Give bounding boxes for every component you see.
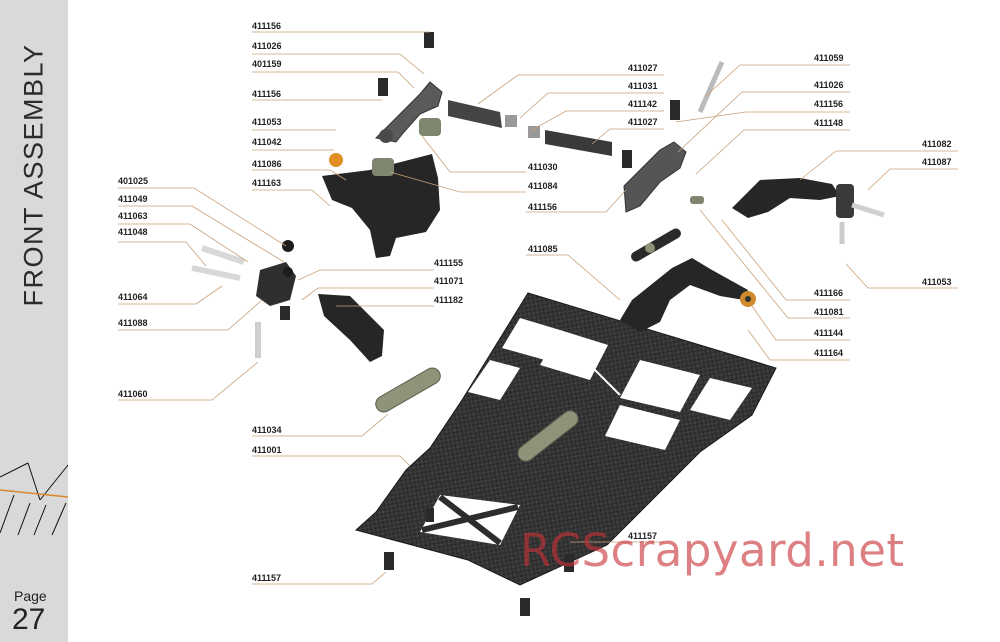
part-label: 411182 bbox=[434, 295, 464, 305]
part-label: 411166 bbox=[814, 288, 844, 298]
part-label: 411155 bbox=[434, 258, 464, 268]
part-label: 411144 bbox=[814, 328, 844, 338]
part-label: 411156 bbox=[528, 202, 558, 212]
part-label: 411088 bbox=[118, 318, 148, 328]
part-label: 411049 bbox=[118, 194, 148, 204]
part-label: 411030 bbox=[528, 162, 558, 172]
part-label: 411001 bbox=[252, 445, 282, 455]
part-label: 411034 bbox=[252, 425, 282, 435]
part-label: 411087 bbox=[922, 157, 952, 167]
olive-plates bbox=[375, 228, 681, 462]
part-label: 411156 bbox=[814, 99, 844, 109]
part-label: 411059 bbox=[814, 53, 844, 63]
part-label: 411031 bbox=[628, 81, 658, 91]
decorative-lines bbox=[0, 462, 68, 536]
part-label: 411064 bbox=[118, 292, 148, 302]
section-title: FRONT ASSEMBLY bbox=[18, 43, 49, 307]
screws bbox=[384, 508, 574, 616]
link-rod bbox=[448, 100, 612, 156]
part-label: 411086 bbox=[252, 159, 282, 169]
part-label: 411164 bbox=[814, 348, 844, 358]
part-label: 411027 bbox=[628, 117, 658, 127]
parts-illustration bbox=[118, 31, 958, 616]
upper-left-arm bbox=[374, 32, 443, 143]
part-label: 411071 bbox=[434, 276, 464, 286]
part-label: 411048 bbox=[118, 227, 148, 237]
left-lower-parts bbox=[191, 240, 384, 362]
part-label: 411142 bbox=[628, 99, 658, 109]
bulkhead-left bbox=[322, 118, 441, 258]
part-label: 411026 bbox=[814, 80, 844, 90]
part-label: 411060 bbox=[118, 389, 148, 399]
part-label: 401025 bbox=[118, 176, 149, 186]
chassis-plate bbox=[354, 292, 777, 586]
part-label: 411026 bbox=[252, 41, 282, 51]
part-label: 411082 bbox=[922, 139, 952, 149]
sidebar: FRONT ASSEMBLY Page 27 bbox=[0, 0, 68, 642]
watermark: RCScrapyard.net bbox=[520, 524, 905, 577]
part-label: 411063 bbox=[118, 211, 148, 221]
part-label: 411053 bbox=[922, 277, 952, 287]
part-label: 411163 bbox=[252, 178, 282, 188]
leader-lines bbox=[118, 31, 958, 585]
page-label: Page bbox=[14, 588, 47, 604]
part-label: 411042 bbox=[252, 137, 282, 147]
part-label: 411156 bbox=[252, 21, 282, 31]
part-label: 411085 bbox=[528, 244, 558, 254]
page-number: 27 bbox=[12, 603, 46, 636]
part-label: 411081 bbox=[814, 307, 844, 317]
part-label: 411156 bbox=[252, 89, 282, 99]
right-knuckle bbox=[622, 60, 725, 213]
part-label: 411027 bbox=[628, 63, 658, 73]
part-label: 401159 bbox=[252, 59, 282, 69]
part-label: 411084 bbox=[528, 181, 558, 191]
right-arm bbox=[732, 178, 885, 244]
part-label: 411157 bbox=[628, 531, 658, 541]
bulkhead-right bbox=[620, 258, 756, 332]
part-label: 411053 bbox=[252, 117, 282, 127]
part-label: 411148 bbox=[814, 118, 844, 128]
part-label: 411157 bbox=[252, 573, 282, 583]
